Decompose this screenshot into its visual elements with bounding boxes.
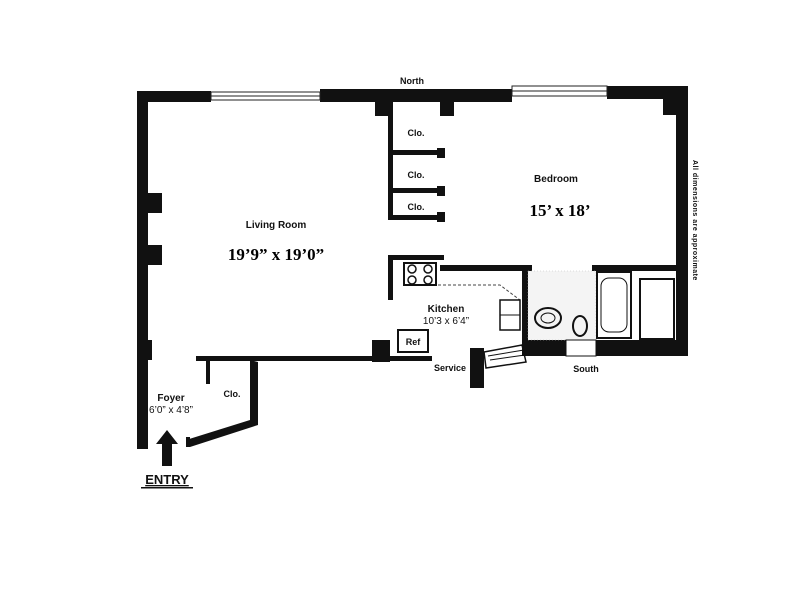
kitchen-label: Kitchen <box>428 304 465 315</box>
bathroom-sink <box>534 307 562 329</box>
toilet <box>572 315 588 337</box>
closet-label-1: Clo. <box>408 128 425 138</box>
stove <box>403 262 437 286</box>
foyer-label: Foyer <box>157 393 184 404</box>
service-steps <box>483 344 527 369</box>
closet-dividers <box>392 148 445 222</box>
refrigerator <box>397 329 429 353</box>
bedroom-label: Bedroom <box>534 174 578 185</box>
closet-label-foyer: Clo. <box>224 389 241 399</box>
bathtub <box>596 271 632 339</box>
living-room-dimensions: 19’9” x 19’0” <box>228 245 324 264</box>
exterior-walls <box>137 86 688 449</box>
kitchen-fixtures <box>397 262 527 369</box>
entry-arrow <box>156 430 178 466</box>
bedroom-dimensions: 15’ x 18’ <box>529 201 590 220</box>
entry-label: ENTRY <box>145 472 189 487</box>
closet-label-2: Clo. <box>408 170 425 180</box>
refrigerator-label: Ref <box>406 337 422 347</box>
living-room-label: Living Room <box>246 220 307 231</box>
windows <box>210 85 608 101</box>
bathroom <box>527 270 675 357</box>
south-label: South <box>573 364 599 374</box>
foyer-dimensions: 6’0” x 4’8” <box>149 405 193 416</box>
linen-closet <box>639 278 675 340</box>
entry-underline <box>141 487 193 489</box>
north-label: North <box>400 76 424 86</box>
closet-label-3: Clo. <box>408 202 425 212</box>
service-label: Service <box>434 363 466 373</box>
approximate-dimensions-note: All dimensions are approximate <box>691 160 698 281</box>
kitchen-dimensions: 10’3 x 6’4” <box>423 316 469 327</box>
